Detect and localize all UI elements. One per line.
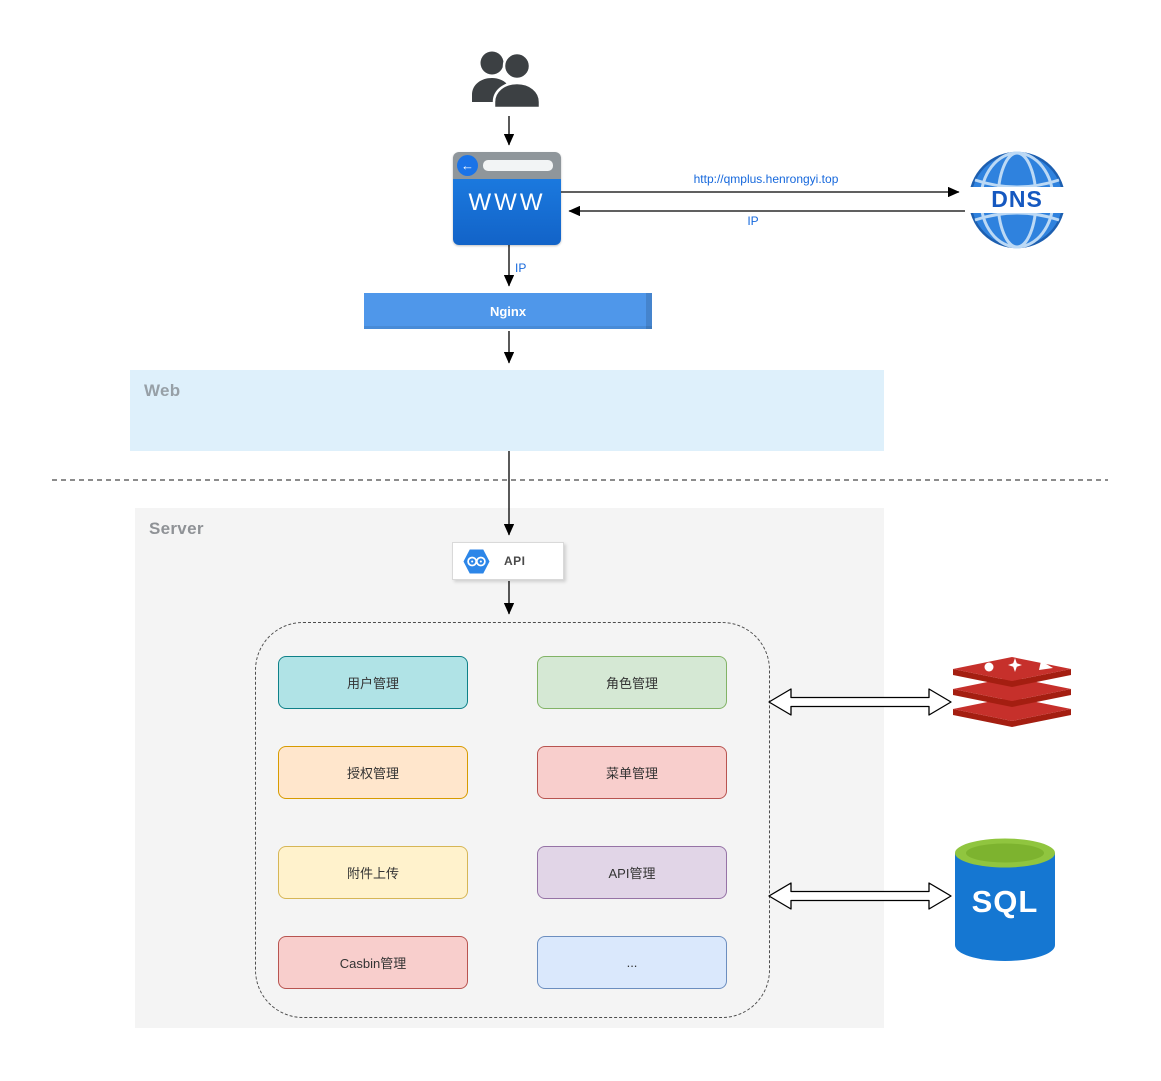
module-label: 授权管理 xyxy=(346,766,399,781)
module-label: 附件上传 xyxy=(346,866,399,881)
module-label: ... xyxy=(626,955,638,970)
module-label: Casbin管理 xyxy=(339,956,407,971)
module-more: ... xyxy=(537,936,727,989)
nginx-node: Nginx xyxy=(364,293,652,329)
back-arrow-icon: ← xyxy=(457,155,478,176)
sql-label: SQL xyxy=(971,884,1039,919)
dns-label: DNS xyxy=(991,186,1043,212)
users-icon xyxy=(470,50,546,114)
nginx-label: Nginx xyxy=(489,303,527,319)
module-menu-management: 菜单管理 xyxy=(537,746,727,799)
api-label: API xyxy=(504,554,526,568)
redis-icon xyxy=(953,655,1071,731)
module-label: 用户管理 xyxy=(346,676,399,691)
edge-label-request-url: http://qmplus.henrongyi.top xyxy=(693,172,839,186)
edge-label-ip-response: IP xyxy=(747,214,759,228)
api-node: API xyxy=(452,542,564,580)
api-hexagon-icon xyxy=(463,548,490,574)
browser-www-label: WWW xyxy=(468,189,546,216)
modules-group: 用户管理 授权管理 附件上传 Casbin管理 角色管理 菜单管理 API管理 … xyxy=(255,622,770,1018)
database-cylinder-icon xyxy=(953,834,1057,966)
module-file-upload: 附件上传 xyxy=(278,846,468,899)
module-auth-management: 授权管理 xyxy=(278,746,468,799)
module-label: 菜单管理 xyxy=(605,766,658,781)
browser-toolbar: ← xyxy=(453,152,561,179)
edge-label-ip-to-nginx: IP xyxy=(515,261,527,275)
web-region: Web xyxy=(130,370,884,451)
browser-icon: ← WWW xyxy=(453,152,561,245)
server-region-label: Server xyxy=(149,519,204,538)
dns-globe-icon xyxy=(967,150,1067,250)
module-api-management: API管理 xyxy=(537,846,727,899)
module-label: API管理 xyxy=(608,866,656,881)
browser-body: WWW xyxy=(453,179,561,245)
module-role-management: 角色管理 xyxy=(537,656,727,709)
module-label: 角色管理 xyxy=(605,676,658,691)
browser-address-bar xyxy=(483,160,553,171)
web-region-label: Web xyxy=(144,381,181,400)
module-user-management: 用户管理 xyxy=(278,656,468,709)
module-casbin-management: Casbin管理 xyxy=(278,936,468,989)
